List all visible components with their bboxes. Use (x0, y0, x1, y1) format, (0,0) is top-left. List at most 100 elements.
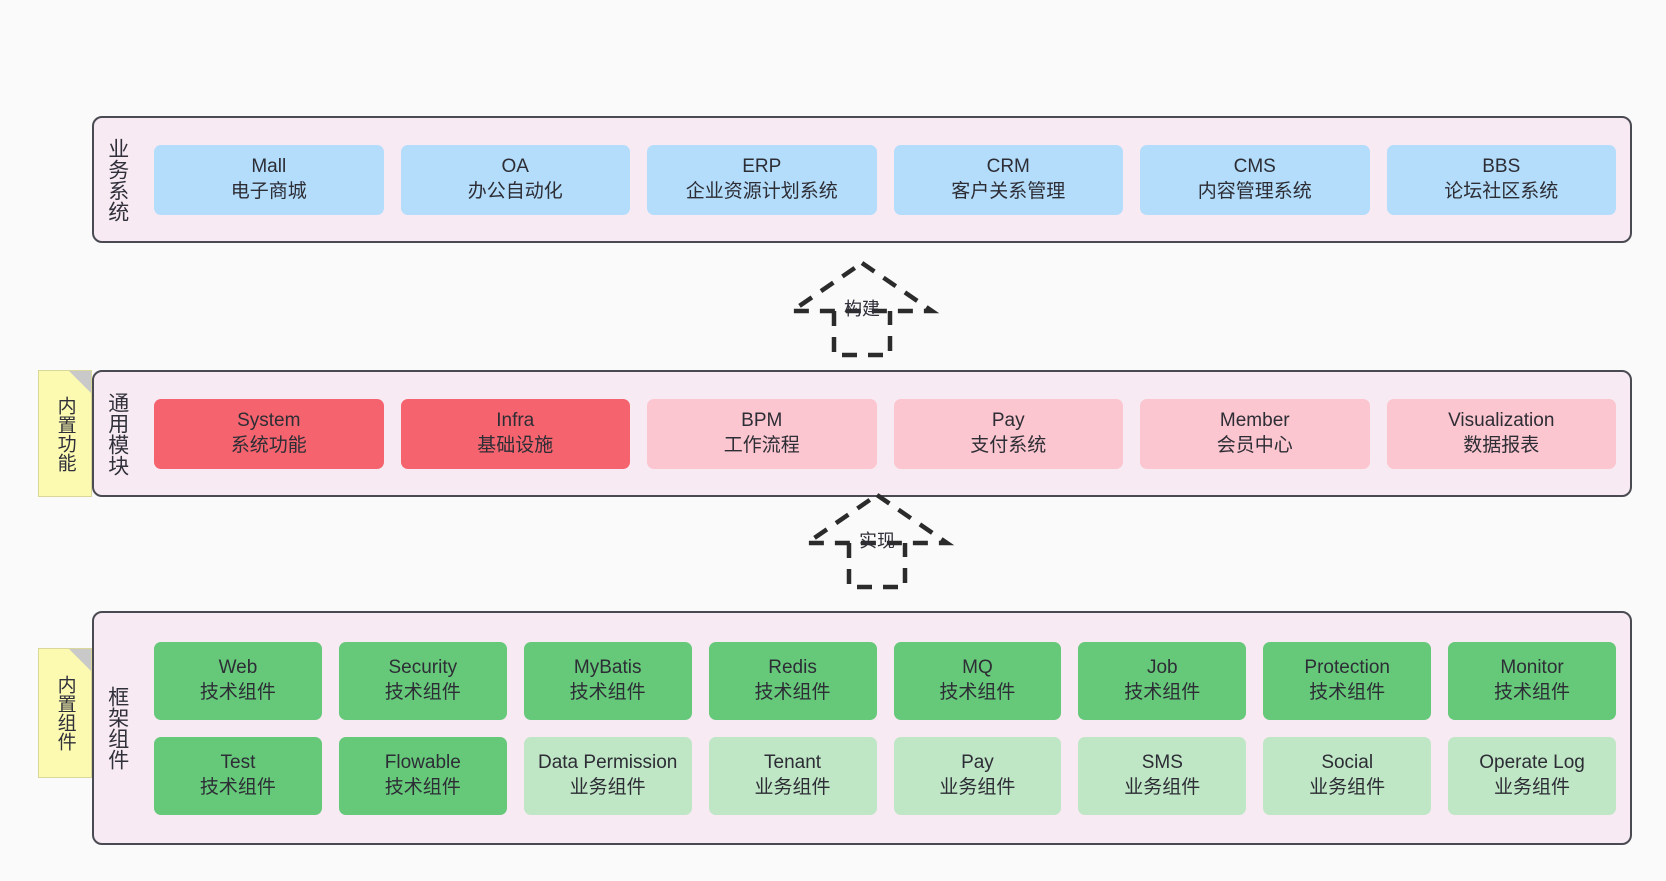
cell-desc: 技术组件 (199, 681, 276, 703)
cell-data-permission[interactable]: Data Permission 业务组件 (523, 736, 692, 815)
cell-flowable[interactable]: Flowable 技术组件 (338, 736, 507, 815)
cell-desc: 基础设施 (477, 434, 554, 456)
layer-cells-general-modules: System 系统功能 Infra 基础设施 BPM 工作流程 Pay 支付系统… (140, 372, 1630, 495)
cell-desc: 工作流程 (723, 434, 800, 456)
cell-desc: 技术组件 (1494, 681, 1571, 703)
cell-desc: 电子商城 (230, 180, 307, 202)
arrow-head-triangle (799, 492, 955, 546)
cell-name: Pay (961, 751, 994, 773)
cell-bbs[interactable]: BBS 论坛社区系统 (1386, 144, 1616, 215)
cell-web[interactable]: Web 技术组件 (154, 641, 322, 720)
cell-tenant[interactable]: Tenant 业务组件 (708, 736, 877, 815)
cell-infra[interactable]: Infra 基础设施 (400, 398, 630, 469)
cell-visualization[interactable]: Visualization 数据报表 (1386, 398, 1616, 469)
cell-name: Infra (496, 409, 535, 431)
cell-desc: 技术组件 (569, 681, 646, 703)
cell-desc: 支付系统 (970, 434, 1047, 456)
cell-name: Monitor (1500, 656, 1564, 678)
cell-operate-log[interactable]: Operate Log 业务组件 (1448, 736, 1616, 815)
layer-title-framework-components: 框架组件 (105, 686, 129, 770)
connector-label-build: 构建 (844, 299, 880, 319)
cell-name: MyBatis (573, 656, 642, 678)
cell-desc: 技术组件 (939, 681, 1016, 703)
cell-name: Web (218, 656, 258, 678)
cell-name: Test (220, 751, 256, 773)
cell-monitor[interactable]: Monitor 技术组件 (1448, 641, 1616, 720)
cell-pay-component[interactable]: Pay 业务组件 (893, 736, 1062, 815)
cell-name: Social (1321, 751, 1374, 773)
cell-row: Mall 电子商城 OA 办公自动化 ERP 企业资源计划系统 CRM 客户关系… (154, 144, 1616, 215)
cell-name: Protection (1304, 656, 1390, 678)
cell-job[interactable]: Job 技术组件 (1078, 641, 1247, 720)
cell-bpm[interactable]: BPM 工作流程 (647, 398, 877, 469)
cell-row: System 系统功能 Infra 基础设施 BPM 工作流程 Pay 支付系统… (154, 398, 1616, 469)
cell-name: BBS (1482, 155, 1521, 177)
connector-label-realize: 实现 (859, 531, 895, 551)
cell-mall[interactable]: Mall 电子商城 (154, 144, 384, 215)
cell-desc: 内容管理系统 (1197, 180, 1312, 202)
cell-name: Redis (768, 656, 817, 678)
cell-protection[interactable]: Protection 技术组件 (1263, 641, 1432, 720)
layer-general-modules: 通用模块 System 系统功能 Infra 基础设施 BPM 工作流程 Pay… (92, 370, 1632, 497)
cell-name: Visualization (1448, 409, 1555, 431)
cell-cms[interactable]: CMS 内容管理系统 (1140, 144, 1370, 215)
cell-desc: 业务组件 (1309, 776, 1386, 798)
cell-desc: 技术组件 (1309, 681, 1386, 703)
cell-pay[interactable]: Pay 支付系统 (893, 398, 1123, 469)
cell-name: CMS (1233, 155, 1276, 177)
cell-desc: 会员中心 (1216, 434, 1293, 456)
cell-desc: 技术组件 (384, 776, 461, 798)
cell-mybatis[interactable]: MyBatis 技术组件 (523, 641, 692, 720)
arrow-head-triangle (784, 260, 940, 314)
cell-desc: 企业资源计划系统 (685, 180, 838, 202)
note-label: 内置组件 (54, 675, 76, 751)
layer-cells-business-system: Mall 电子商城 OA 办公自动化 ERP 企业资源计划系统 CRM 客户关系… (140, 118, 1630, 241)
cell-name: Job (1146, 656, 1178, 678)
cell-mq[interactable]: MQ 技术组件 (893, 641, 1062, 720)
layer-cells-framework-components: Web 技术组件 Security 技术组件 MyBatis 技术组件 Redi… (140, 613, 1630, 843)
cell-name: BPM (741, 409, 783, 431)
cell-erp[interactable]: ERP 企业资源计划系统 (647, 144, 877, 215)
cell-system[interactable]: System 系统功能 (154, 398, 384, 469)
cell-name: Flowable (384, 751, 461, 773)
cell-crm[interactable]: CRM 客户关系管理 (893, 144, 1123, 215)
cell-social[interactable]: Social 业务组件 (1263, 736, 1432, 815)
cell-name: Security (388, 656, 458, 678)
cell-desc: 业务组件 (569, 776, 646, 798)
cell-desc: 客户关系管理 (951, 180, 1066, 202)
cell-desc: 技术组件 (1124, 681, 1201, 703)
cell-desc: 技术组件 (384, 681, 461, 703)
cell-desc: 系统功能 (230, 434, 307, 456)
cell-desc: 论坛社区系统 (1444, 180, 1559, 202)
cell-security[interactable]: Security 技术组件 (338, 641, 507, 720)
connector-build: 构建 (782, 259, 942, 359)
layer-title-business-system: 业务系统 (105, 137, 129, 222)
cell-desc: 技术组件 (754, 681, 831, 703)
cell-sms[interactable]: SMS 业务组件 (1078, 736, 1247, 815)
cell-name: Data Permission (537, 751, 678, 773)
cell-name: OA (501, 155, 529, 177)
layer-business-system: 业务系统 Mall 电子商城 OA 办公自动化 ERP 企业资源计划系统 CRM… (92, 116, 1632, 243)
cell-name: Operate Log (1479, 751, 1585, 773)
cell-test[interactable]: Test 技术组件 (154, 736, 322, 815)
cell-name: System (237, 409, 301, 431)
cell-desc: 数据报表 (1463, 434, 1540, 456)
cell-desc: 业务组件 (939, 776, 1016, 798)
cell-desc: 业务组件 (1494, 776, 1571, 798)
cell-member[interactable]: Member 会员中心 (1140, 398, 1370, 469)
layer-title-general-modules: 通用模块 (105, 391, 129, 476)
cell-name: Mall (251, 155, 287, 177)
cell-name: CRM (986, 155, 1030, 177)
cell-desc: 业务组件 (754, 776, 831, 798)
cell-redis[interactable]: Redis 技术组件 (708, 641, 877, 720)
cell-name: Tenant (764, 751, 822, 773)
cell-name: Member (1219, 409, 1290, 431)
cell-desc: 办公自动化 (467, 180, 563, 202)
cell-row: Test 技术组件 Flowable 技术组件 Data Permission … (154, 736, 1616, 815)
note-builtin-functions: 内置功能 (38, 370, 92, 497)
cell-oa[interactable]: OA 办公自动化 (400, 144, 630, 215)
connector-realize: 实现 (797, 491, 957, 591)
cell-name: ERP (742, 155, 782, 177)
note-label: 内置功能 (54, 395, 76, 472)
